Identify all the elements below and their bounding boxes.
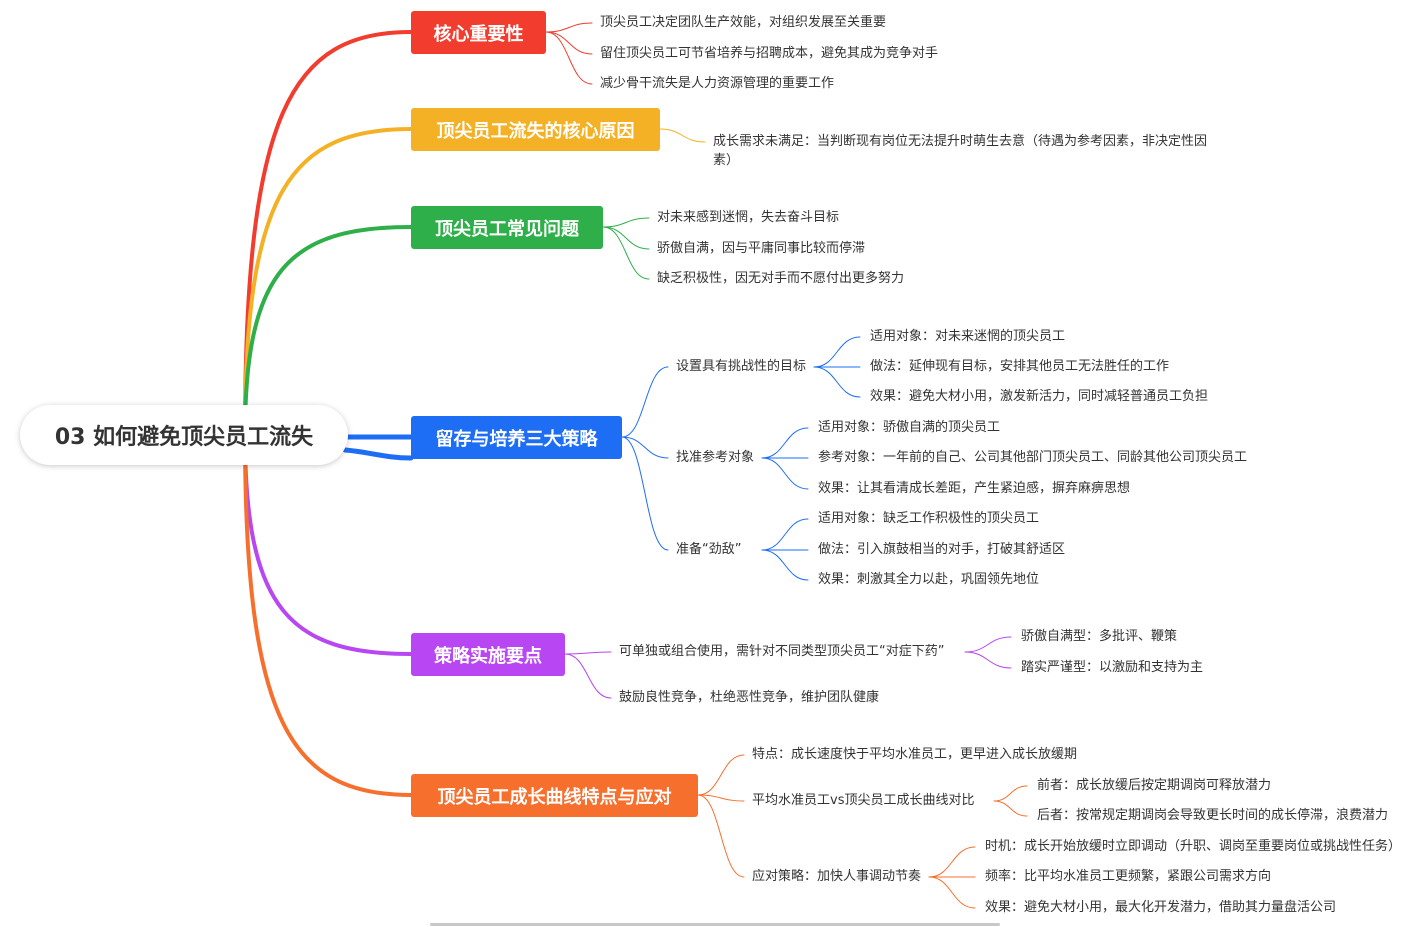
detail-b6-1-1[interactable]: 后者：按常规定期调岗会导致更长时间的成长停滞，浪费潜力 xyxy=(1037,808,1389,823)
link-b5-0-1 xyxy=(964,651,1012,669)
topic-b4[interactable]: 留存与培养三大策略 xyxy=(411,416,622,459)
link-b4-2 xyxy=(621,436,669,551)
link-b4-0 xyxy=(621,366,669,438)
subtopic-b3-0[interactable]: 对未来感到迷惘，失去奋斗目标 xyxy=(657,210,840,225)
link-b6-0 xyxy=(697,754,745,796)
link-b6-2-0 xyxy=(928,846,976,878)
link-b4-0-0 xyxy=(813,336,861,368)
subtopic-b6-2[interactable]: 应对策略：加快人事调动节奏 xyxy=(752,869,922,884)
branch-connector-b2 xyxy=(243,127,413,437)
detail-b6-2-2[interactable]: 效果：避免大材小用，最大化开发潜力，借助其力量盘活公司 xyxy=(985,900,1337,915)
subtopic-b4-0[interactable]: 设置具有挑战性的目标 xyxy=(676,359,807,374)
branch-connector-b3 xyxy=(243,225,413,437)
detail-b4-1-2[interactable]: 效果：让其看清成长差距，产生紧迫感，摒弃麻痹思想 xyxy=(818,481,1131,496)
subtopic-b1-0[interactable]: 顶尖员工决定团队生产效能，对组织发展至关重要 xyxy=(600,15,887,30)
link-b3-2 xyxy=(602,226,650,280)
horizontal-scrollbar[interactable] xyxy=(430,923,1000,926)
subtopic-b1-1[interactable]: 留住顶尖员工可节省培养与招聘成本，避免其成为竞争对手 xyxy=(600,46,939,61)
link-b6-2-2 xyxy=(928,876,976,909)
branch-connector-b5 xyxy=(243,433,413,656)
subtopic-b4-2[interactable]: 准备“劲敌” xyxy=(676,542,742,557)
link-b6-1-1 xyxy=(993,800,1028,817)
link-b4-1-0 xyxy=(761,427,809,459)
detail-b4-1-1[interactable]: 参考对象：一年前的自己、公司其他部门顶尖员工、同龄其他公司顶尖员工 xyxy=(818,450,1248,465)
link-b5-0 xyxy=(564,651,612,655)
link-b1-1 xyxy=(545,31,593,55)
root-topic[interactable]: 03 如何避免顶尖员工流失 xyxy=(20,405,348,465)
detail-b4-1-0[interactable]: 适用对象：骄傲自满的顶尖员工 xyxy=(818,420,1001,435)
subtopic-b5-1[interactable]: 鼓励良性竞争，杜绝恶性竞争，维护团队健康 xyxy=(619,690,880,705)
topic-b2[interactable]: 顶尖员工流失的核心原因 xyxy=(411,108,660,151)
link-b4-0-2 xyxy=(813,366,861,398)
detail-b6-2-1[interactable]: 频率：比平均水准员工更频繁，紧跟公司需求方向 xyxy=(985,869,1272,884)
subtopic-b2-0[interactable]: 成长需求未满足：当判断现有岗位无法提升时萌生去意（待遇为参考因素，非决定性因素） xyxy=(713,134,1208,168)
subtopic-b3-2[interactable]: 缺乏积极性，因无对手而不愿付出更多努力 xyxy=(657,271,905,286)
link-b4-2-2 xyxy=(761,549,809,581)
link-b4-1 xyxy=(621,436,669,459)
branch-connector-b1 xyxy=(243,30,413,437)
detail-b5-0-0[interactable]: 骄傲自满型：多批评、鞭策 xyxy=(1021,629,1178,644)
subtopic-b5-0[interactable]: 可单独或组合使用，需针对不同类型顶尖员工“对症下药” xyxy=(619,644,945,659)
link-b5-1 xyxy=(564,653,612,699)
link-b6-2 xyxy=(697,794,745,878)
root-main-connector xyxy=(342,447,414,461)
subtopic-b6-0[interactable]: 特点：成长速度快于平均水准员工，更早进入成长放缓期 xyxy=(752,747,1078,762)
link-b3-1 xyxy=(602,226,650,250)
detail-b5-0-1[interactable]: 踏实严谨型：以激励和支持为主 xyxy=(1021,660,1204,675)
subtopic-b4-1[interactable]: 找准参考对象 xyxy=(676,450,755,465)
link-b4-2-0 xyxy=(761,518,809,551)
link-b6-1 xyxy=(697,794,745,802)
link-b6-1-0 xyxy=(993,785,1028,802)
detail-b4-0-1[interactable]: 做法：延伸现有目标，安排其他员工无法胜任的工作 xyxy=(870,359,1170,374)
detail-b4-2-1[interactable]: 做法：引入旗鼓相当的对手，打破其舒适区 xyxy=(818,542,1066,557)
topic-b6[interactable]: 顶尖员工成长曲线特点与应对 xyxy=(411,774,698,817)
topic-b1[interactable]: 核心重要性 xyxy=(411,11,546,54)
link-b2-0 xyxy=(659,128,706,143)
link-b3-0 xyxy=(602,217,650,228)
subtopic-b3-1[interactable]: 骄傲自满，因与平庸同事比较而停滞 xyxy=(657,241,866,256)
branch-connector-b6 xyxy=(243,433,413,797)
detail-b4-0-0[interactable]: 适用对象：对未来迷惘的顶尖员工 xyxy=(870,329,1066,344)
subtopic-b6-1[interactable]: 平均水准员工vs顶尖员工成长曲线对比 xyxy=(752,793,975,808)
link-b1-0 xyxy=(545,22,593,33)
detail-b4-2-2[interactable]: 效果：刺激其全力以赴，巩固领先地位 xyxy=(818,572,1040,587)
link-b4-1-2 xyxy=(761,457,809,490)
detail-b6-1-0[interactable]: 前者：成长放缓后按定期调岗可释放潜力 xyxy=(1037,778,1272,793)
detail-b4-2-0[interactable]: 适用对象：缺乏工作积极性的顶尖员工 xyxy=(818,511,1040,526)
detail-b6-2-0[interactable]: 时机：成长开始放缓时立即调动（升职、调岗至重要岗位或挑战性任务） xyxy=(985,839,1402,854)
link-b1-2 xyxy=(545,31,593,85)
link-b5-0-0 xyxy=(964,636,1012,653)
detail-b4-0-2[interactable]: 效果：避免大材小用，激发新活力，同时减轻普通员工负担 xyxy=(870,389,1209,404)
subtopic-b1-2[interactable]: 减少骨干流失是人力资源管理的重要工作 xyxy=(600,76,835,91)
topic-b3[interactable]: 顶尖员工常见问题 xyxy=(411,206,603,249)
topic-b5[interactable]: 策略实施要点 xyxy=(411,633,565,676)
